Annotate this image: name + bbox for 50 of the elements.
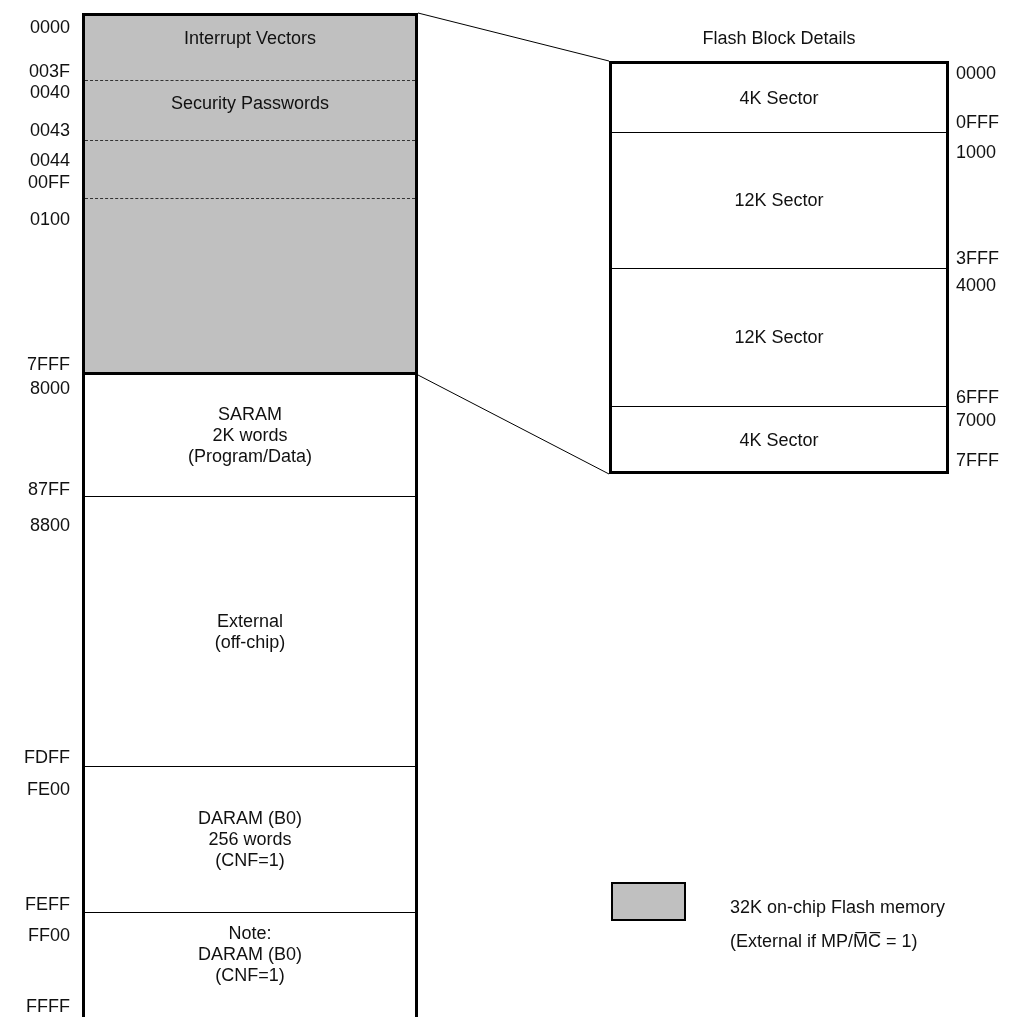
address-label: 7FFF <box>27 353 70 375</box>
block-heading: Flash Block Details <box>702 27 856 50</box>
segment-label: DARAM (B0) <box>198 944 302 965</box>
address-label: 0040 <box>29 81 70 103</box>
address-label: 0FFF <box>956 111 999 133</box>
memory-segment <box>82 375 418 497</box>
address-label: FF00 <box>28 924 70 946</box>
segment-label: (Program/Data) <box>188 446 312 467</box>
address-label: 8800 <box>29 514 70 536</box>
address-label: 0000 <box>29 16 70 38</box>
address-label: 0044 <box>29 149 70 171</box>
segment-label: External <box>216 610 283 632</box>
zoom-line <box>417 12 610 62</box>
segment-label: SARAM <box>218 404 282 425</box>
address-label: 003F <box>28 60 70 82</box>
address-label: 6FFF <box>956 386 999 408</box>
address-label: 00FF <box>28 171 70 193</box>
segment-label: 256 words <box>208 829 292 850</box>
address-label: 0043 <box>29 119 70 141</box>
segment-label: (CNF=1) <box>215 850 285 871</box>
memory-segment <box>82 497 418 767</box>
address-label: FFFF <box>26 995 70 1017</box>
address-label: 0000 <box>956 62 997 84</box>
address-label: FEFF <box>25 893 70 915</box>
memory-segment <box>82 767 418 913</box>
flash-memory-region <box>82 13 418 375</box>
segment-label: Interrupt Vectors <box>183 28 317 49</box>
segment-label: 4K Sector <box>739 87 819 109</box>
address-label: 1000 <box>956 141 997 163</box>
segment-label: Security Passwords <box>170 93 330 114</box>
zoom-line <box>417 374 610 475</box>
segment-label: Note: <box>228 923 272 944</box>
segment-label: 12K Sector <box>734 327 824 348</box>
address-label: 7FFF <box>956 449 999 471</box>
address-label: 87FF <box>28 478 70 500</box>
segment-label: (CNF=1) <box>215 965 285 986</box>
address-label: 8000 <box>29 377 70 399</box>
segment-label: 12K Sector <box>734 190 824 211</box>
segment-label: 4K Sector <box>739 430 819 451</box>
segment-label: (off-chip) <box>214 631 286 653</box>
address-label: FDFF <box>24 746 70 768</box>
address-label: 0100 <box>29 208 70 230</box>
segment-label: 2K words <box>212 425 288 446</box>
address-label: 3FFF <box>956 247 999 269</box>
memory-segment <box>82 913 418 1017</box>
address-label: 4000 <box>956 274 997 296</box>
address-label: 7000 <box>956 409 997 431</box>
segment-label: DARAM (B0) <box>198 808 302 829</box>
address-label: FE00 <box>26 778 70 800</box>
legend-text: 32K on-chip Flash memory (External if MP/M̅C̅ = 1) <box>730 896 947 953</box>
